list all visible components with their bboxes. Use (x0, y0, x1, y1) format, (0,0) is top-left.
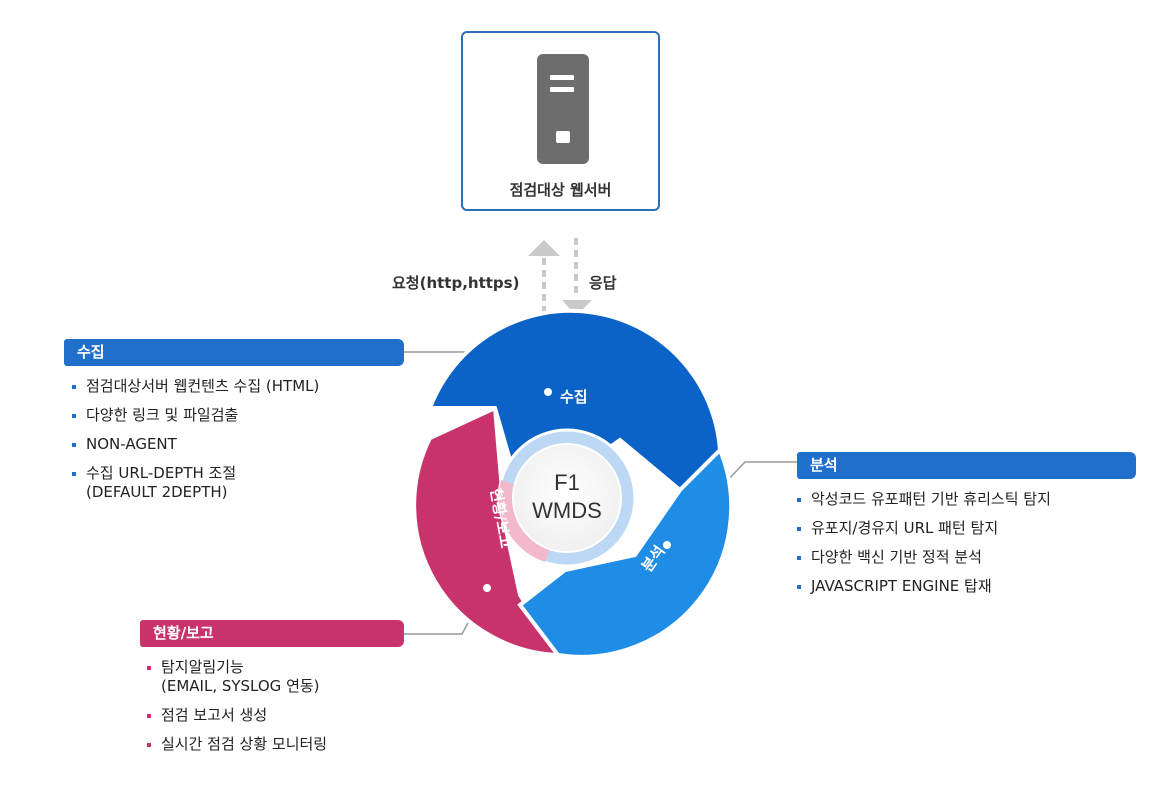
list-item: JAVASCRIPT ENGINE 탑재 (795, 577, 1051, 596)
list-item: 다양한 백신 기반 정적 분석 (795, 548, 1051, 567)
analyze-dot-icon (663, 541, 671, 549)
list-item: NON-AGENT (70, 435, 319, 454)
server-icon (537, 54, 589, 164)
list-item: 유포지/경유지 URL 패턴 탐지 (795, 519, 1051, 538)
collect-dot-icon (544, 388, 552, 396)
collect-list: 점검대상서버 웹컨텐츠 수집 (HTML) 다양한 링크 및 파일검출 NON-… (70, 377, 319, 512)
list-item: 탐지알림기능(EMAIL, SYSLOG 연동) (145, 658, 327, 696)
request-response-arrows (528, 238, 592, 318)
list-item: 다양한 링크 및 파일검출 (70, 406, 319, 425)
server-label: 점검대상 웹서버 (509, 181, 612, 199)
list-item: 점검 보고서 생성 (145, 706, 327, 725)
list-item: 악성코드 유포패턴 기반 휴리스틱 탐지 (795, 490, 1051, 509)
cycle-diagram: F1 WMDS 수집 분석 현황/보고 (412, 308, 734, 659)
list-item: 점검대상서버 웹컨텐츠 수집 (HTML) (70, 377, 319, 396)
center-circle (512, 443, 622, 553)
report-dot-icon (483, 584, 491, 592)
report-list: 탐지알림기능(EMAIL, SYSLOG 연동) 점검 보고서 생성 실시간 점… (145, 658, 327, 764)
list-item: 실시간 점검 상황 모니터링 (145, 735, 327, 754)
request-label: 요청(http,https) (392, 274, 520, 292)
center-line2: WMDS (532, 498, 602, 523)
analyze-segment (517, 446, 734, 659)
response-arrow-icon (562, 238, 592, 316)
analyze-list: 악성코드 유포패턴 기반 휴리스틱 탐지 유포지/경유지 URL 패턴 탐지 다… (795, 490, 1051, 606)
report-segment (412, 404, 562, 658)
list-item: 수집 URL-DEPTH 조절(DEFAULT 2DEPTH) (70, 464, 319, 502)
collect-segment (427, 308, 723, 493)
report-header: 현황/보고 (140, 620, 404, 647)
target-web-server: 점검대상 웹서버 (461, 31, 660, 211)
analyze-header: 분석 (797, 452, 1136, 479)
ring-label-collect: 수집 (560, 388, 588, 406)
collect-header: 수집 (64, 339, 404, 366)
request-arrow-icon (528, 240, 560, 318)
response-label: 응답 (589, 274, 617, 292)
center-line1: F1 (554, 470, 580, 495)
